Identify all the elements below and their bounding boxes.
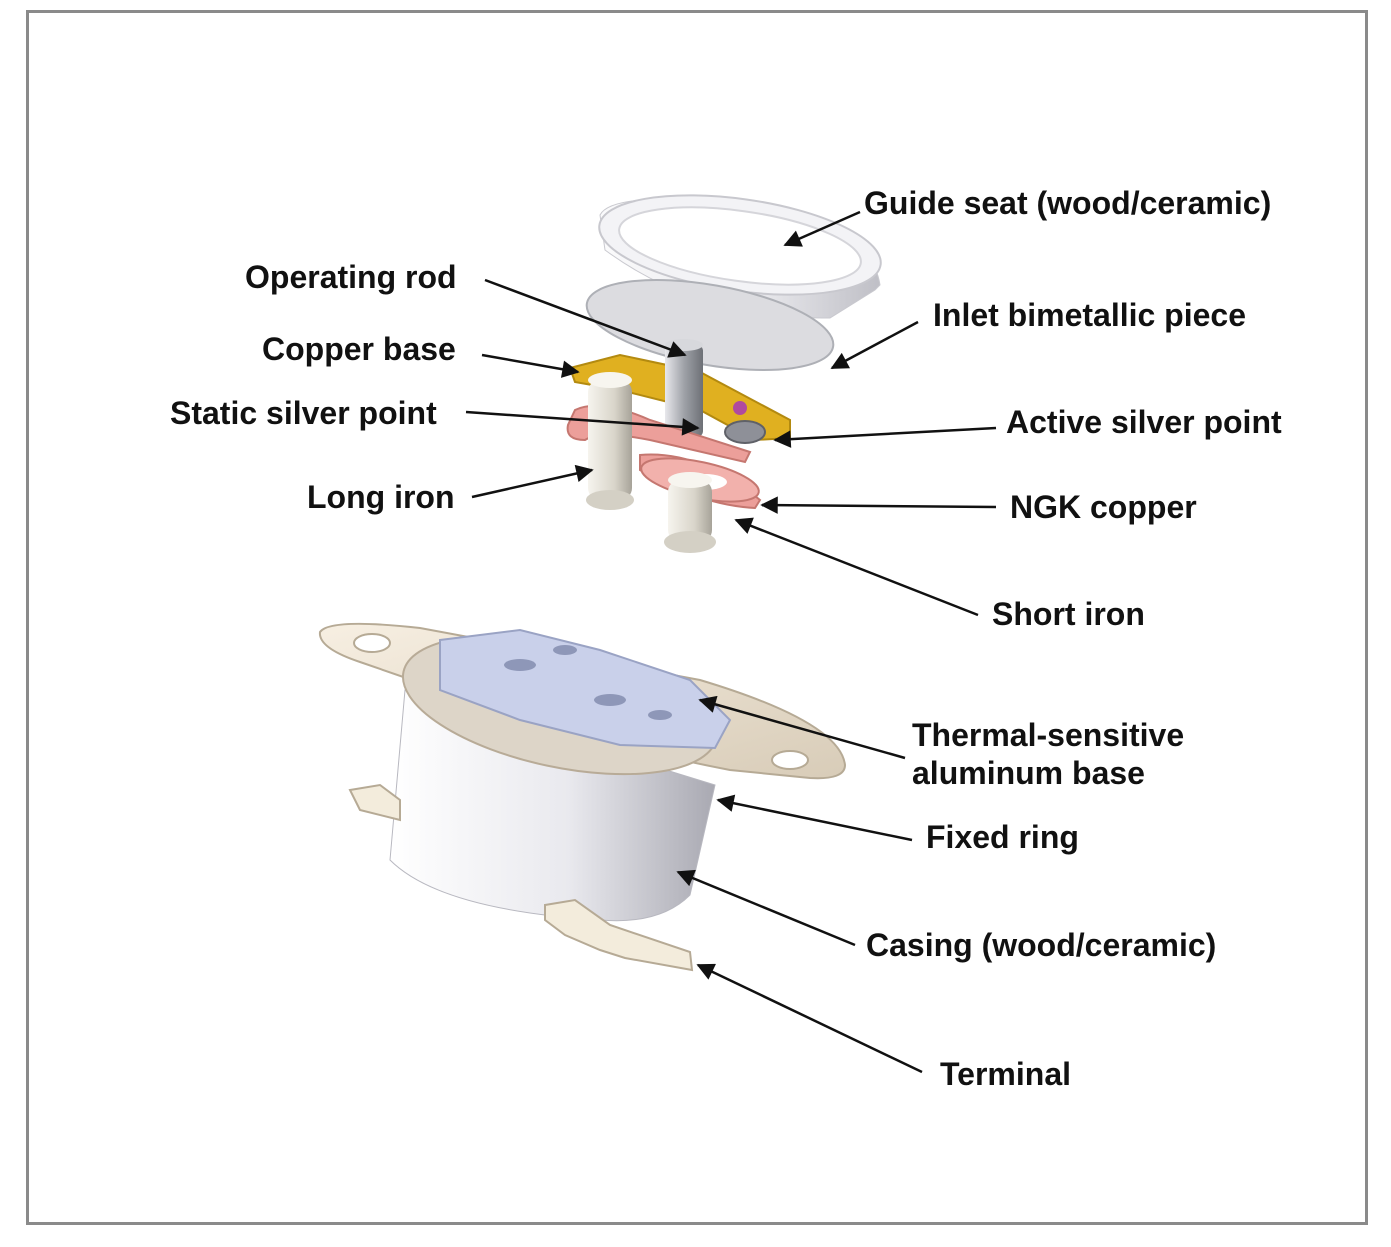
leader-inlet-bimetallic [830, 320, 919, 370]
leader-terminal [696, 963, 923, 1074]
leader-aluminum-base [698, 695, 906, 760]
leader-casing [676, 869, 856, 947]
aluminum-base-part [401, 628, 732, 776]
leader-guide-seat [783, 210, 861, 247]
leader-ngk-copper [760, 496, 997, 514]
label-static-silver-point: Static silver point [170, 395, 437, 431]
label-active-silver-point: Active silver point [1006, 404, 1282, 440]
leader-copper-base [481, 353, 580, 378]
leader-static-silver [465, 410, 700, 436]
label-copper-base: Copper base [262, 331, 456, 367]
bimetallic-disc-part [585, 279, 835, 371]
label-aluminum-base: aluminum base [912, 755, 1145, 791]
leader-active-silver [773, 426, 997, 448]
leader-short-iron [734, 517, 979, 617]
label-guide-seat: Guide seat (wood/ceramic) [864, 185, 1272, 221]
terminal-part [348, 783, 694, 972]
label-operating-rod: Operating rod [245, 259, 457, 295]
leader-long-iron [471, 464, 594, 499]
label-terminal: Terminal [940, 1056, 1071, 1092]
leader-operating-rod [484, 278, 687, 358]
short-iron-part [664, 472, 716, 553]
active-silver-point-part [724, 420, 766, 444]
leader-fixed-ring [716, 794, 913, 842]
label-thermal-sensitive: Thermal-sensitive [912, 717, 1185, 753]
label-casing: Casing (wood/ceramic) [866, 927, 1217, 963]
guide-seat-part [598, 194, 882, 319]
leader-lines [465, 210, 997, 1074]
label-long-iron: Long iron [307, 479, 455, 515]
label-fixed-ring: Fixed ring [926, 819, 1079, 855]
label-inlet-bimetallic: Inlet bimetallic piece [933, 297, 1246, 333]
long-iron-part [586, 372, 634, 510]
label-ngk-copper: NGK copper [1010, 489, 1197, 525]
diagram-frame [26, 10, 1368, 1225]
label-short-iron: Short iron [992, 596, 1145, 632]
